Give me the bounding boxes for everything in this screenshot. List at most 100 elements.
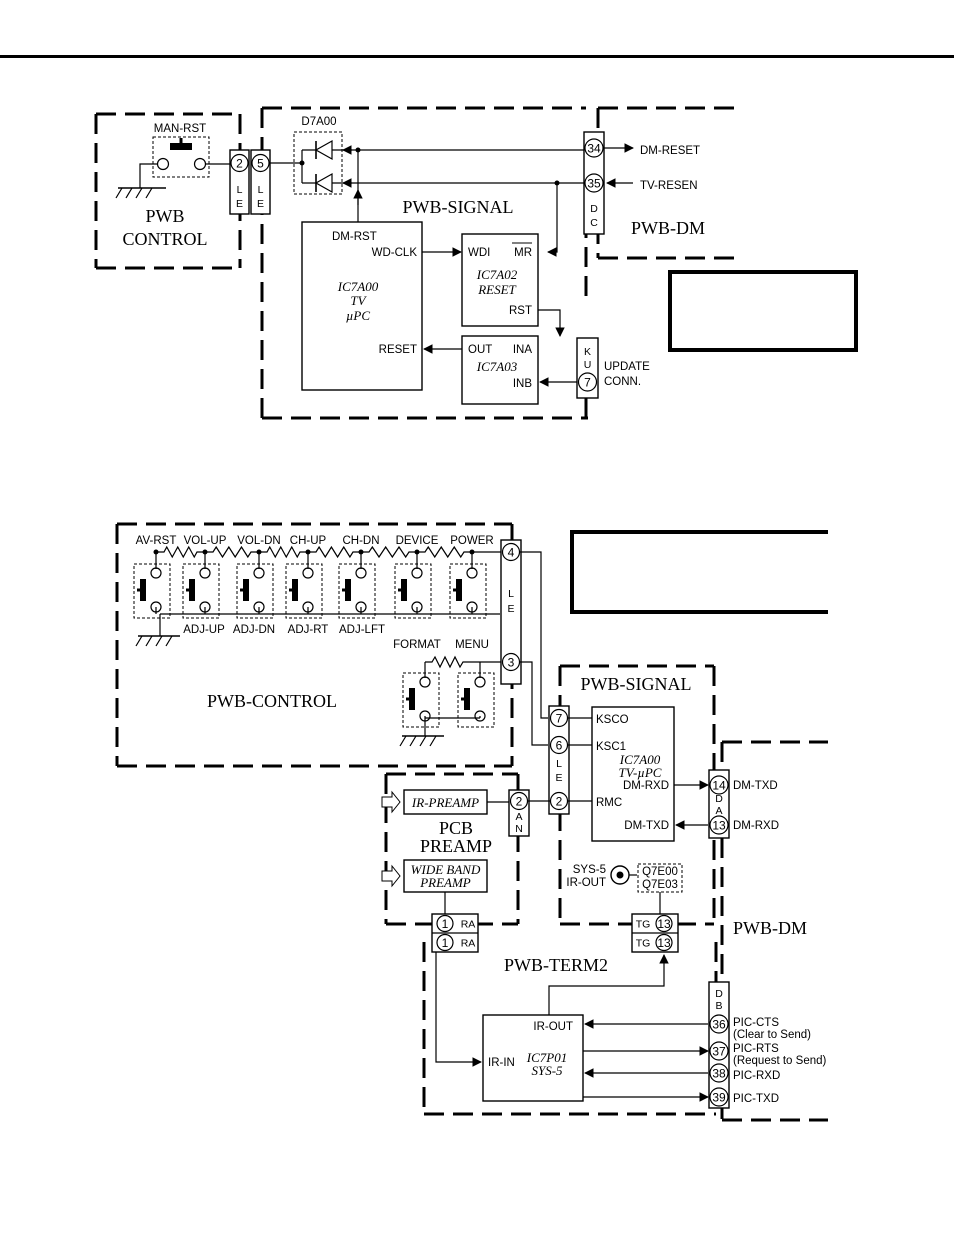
connector-ra-top-pin: 1 bbox=[442, 917, 449, 931]
ic-sys5-line2: SYS-5 bbox=[531, 1063, 563, 1078]
sys5-irout-line2: IR-OUT bbox=[566, 877, 606, 889]
ic-or-out: OUT bbox=[468, 344, 492, 356]
q7e-line1: Q7E00 bbox=[642, 866, 678, 878]
diode-label: D7A00 bbox=[301, 116, 336, 128]
connector-tg-top-label: TG bbox=[636, 919, 651, 931]
connector-db-pin-39: 39 bbox=[712, 1091, 726, 1105]
key-switch-vol-dn bbox=[236, 563, 274, 619]
ground-symbol-2 bbox=[135, 635, 180, 647]
key-switch-device bbox=[394, 563, 432, 619]
ic-reset bbox=[461, 233, 539, 327]
connector-dc-letter-2: C bbox=[590, 217, 598, 229]
dm-side-dm-rxd: DM-RXD bbox=[733, 820, 779, 832]
connector-dc-pin-35: 35 bbox=[587, 177, 601, 191]
pwb-dm-border-2 bbox=[720, 740, 828, 1122]
pwb-control-border-2 bbox=[115, 522, 514, 768]
connector-db-pin-37: 37 bbox=[712, 1045, 726, 1059]
ic-tv-name: IC7A00 bbox=[337, 279, 379, 294]
connector-le-signal bbox=[548, 705, 570, 815]
connector-db-letter-1: D bbox=[715, 988, 723, 1000]
connector-le-signal-letter-1: L bbox=[556, 758, 562, 770]
pic-rts-label: PIC-RTS bbox=[733, 1043, 779, 1055]
ic-or-inb: INB bbox=[513, 378, 533, 390]
pwb-control-label-line1: PWB bbox=[145, 206, 184, 226]
connector-an-letter-2: N bbox=[515, 823, 523, 835]
dm-reset-label: DM-RESET bbox=[640, 145, 700, 157]
ic-or-gate bbox=[461, 335, 539, 405]
ic-sys5-ir-out: IR-OUT bbox=[533, 1021, 573, 1033]
key-label-device: DEVICE bbox=[396, 535, 439, 547]
key-switch-vol-up bbox=[182, 563, 220, 619]
man-rst-contact-b bbox=[193, 157, 207, 171]
pcb-preamp-line2: PREAMP bbox=[420, 836, 492, 856]
pwb-dm-label-2: PWB-DM bbox=[733, 918, 807, 938]
key-label-ch-dn: CH-DN bbox=[342, 535, 379, 547]
pwb-signal-label: PWB-SIGNAL bbox=[403, 197, 514, 217]
key-label-vol-up: VOL-UP bbox=[184, 535, 227, 547]
ic-tv-upc-2 bbox=[591, 706, 675, 842]
connector-db-pin-36-circle bbox=[709, 1014, 729, 1034]
wide-band-input-arrow-icon bbox=[381, 864, 401, 888]
pwb-signal-border bbox=[260, 106, 588, 420]
ic-tv-line3: µPC bbox=[346, 308, 370, 323]
ic-signal-dm-txd: DM-TXD bbox=[624, 820, 669, 832]
ic-reset-mr: MR bbox=[514, 247, 532, 259]
connector-le-control-pin-3: 3 bbox=[508, 656, 515, 670]
pic-txd-label: PIC-TXD bbox=[733, 1093, 779, 1105]
connector-da-pin-14: 14 bbox=[712, 779, 726, 793]
ic-tv-dm-rst: DM-RST bbox=[332, 231, 377, 243]
key-label-adj-dn: ADJ-DN bbox=[233, 624, 275, 636]
ic-or-ina: INA bbox=[513, 344, 533, 356]
connector-db-pin-37-circle bbox=[709, 1041, 729, 1061]
key-label-adj-lft: ADJ-LFT bbox=[339, 624, 385, 636]
connector-tg-bottom-label: TG bbox=[636, 938, 651, 950]
pic-rts-note: (Request to Send) bbox=[733, 1055, 827, 1067]
ic-sys5-name: IC7P01 bbox=[526, 1050, 567, 1065]
key-switch-ch-up bbox=[285, 563, 323, 619]
ic-reset-name: IC7A02 bbox=[476, 267, 518, 282]
connector-db-pin-36: 36 bbox=[712, 1018, 726, 1032]
update-conn-line2: CONN. bbox=[604, 376, 641, 388]
connector-le-right-letter-1: L bbox=[258, 184, 264, 196]
ic-tv-line2: TV bbox=[350, 293, 367, 308]
q7e-line2: Q7E03 bbox=[642, 879, 678, 891]
wide-band-line1: WIDE BAND bbox=[411, 862, 481, 877]
header-rule bbox=[0, 55, 954, 58]
key-switch-menu bbox=[457, 672, 495, 728]
ic-tv-wd-clk: WD-CLK bbox=[372, 247, 418, 259]
pcb-preamp-border bbox=[384, 772, 520, 926]
connector-ra-bottom-label: RA bbox=[461, 938, 476, 950]
connector-tg-bottom-pin: 13 bbox=[657, 936, 671, 950]
ir-preamp-label: IR-PREAMP bbox=[411, 795, 479, 810]
pwb-dm-label: PWB-DM bbox=[631, 218, 705, 238]
ic-signal-name: IC7A00 bbox=[619, 752, 661, 767]
key-switch-format bbox=[402, 672, 440, 728]
key-switch-ch-dn bbox=[338, 563, 376, 619]
connector-db-pin-38-circle bbox=[709, 1063, 729, 1083]
key-label-power: POWER bbox=[450, 535, 493, 547]
ground-symbol-1 bbox=[115, 187, 166, 199]
connector-ra-top-label: RA bbox=[461, 919, 476, 931]
connector-dc-letter-1: D bbox=[590, 203, 598, 215]
man-rst-switch-actuator bbox=[170, 143, 192, 150]
pwb-term2-label: PWB-TERM2 bbox=[504, 955, 608, 975]
ic-signal-dm-rxd: DM-RXD bbox=[623, 780, 669, 792]
pwb-control-label-2: PWB-CONTROL bbox=[207, 691, 337, 711]
reset-circuit-diagram: PWB CONTROL MAN-RST PWB-SIGNAL PWB-DM 2 … bbox=[94, 106, 858, 420]
key-label-adj-up: ADJ-UP bbox=[183, 624, 225, 636]
ir-preamp-block bbox=[403, 789, 488, 815]
connector-da-pin-13: 13 bbox=[712, 819, 726, 833]
key-label-vol-dn: VOL-DN bbox=[237, 535, 280, 547]
diode-lower-icon bbox=[314, 172, 333, 194]
connector-le-signal-pin-6: 6 bbox=[556, 739, 563, 753]
connector-le-control-letter-1: L bbox=[508, 588, 514, 600]
connector-db-pin-38: 38 bbox=[712, 1067, 726, 1081]
pwb-control-label-line2: CONTROL bbox=[123, 229, 208, 249]
pwb-signal-label-2: PWB-SIGNAL bbox=[581, 674, 692, 694]
dm-side-dm-txd: DM-TXD bbox=[733, 780, 778, 792]
ic-or-name: IC7A03 bbox=[476, 359, 518, 374]
connector-da-letter-1: D bbox=[715, 793, 723, 805]
connector-le-signal-pin-2: 2 bbox=[556, 795, 563, 809]
update-conn-line1: UPDATE bbox=[604, 361, 650, 373]
